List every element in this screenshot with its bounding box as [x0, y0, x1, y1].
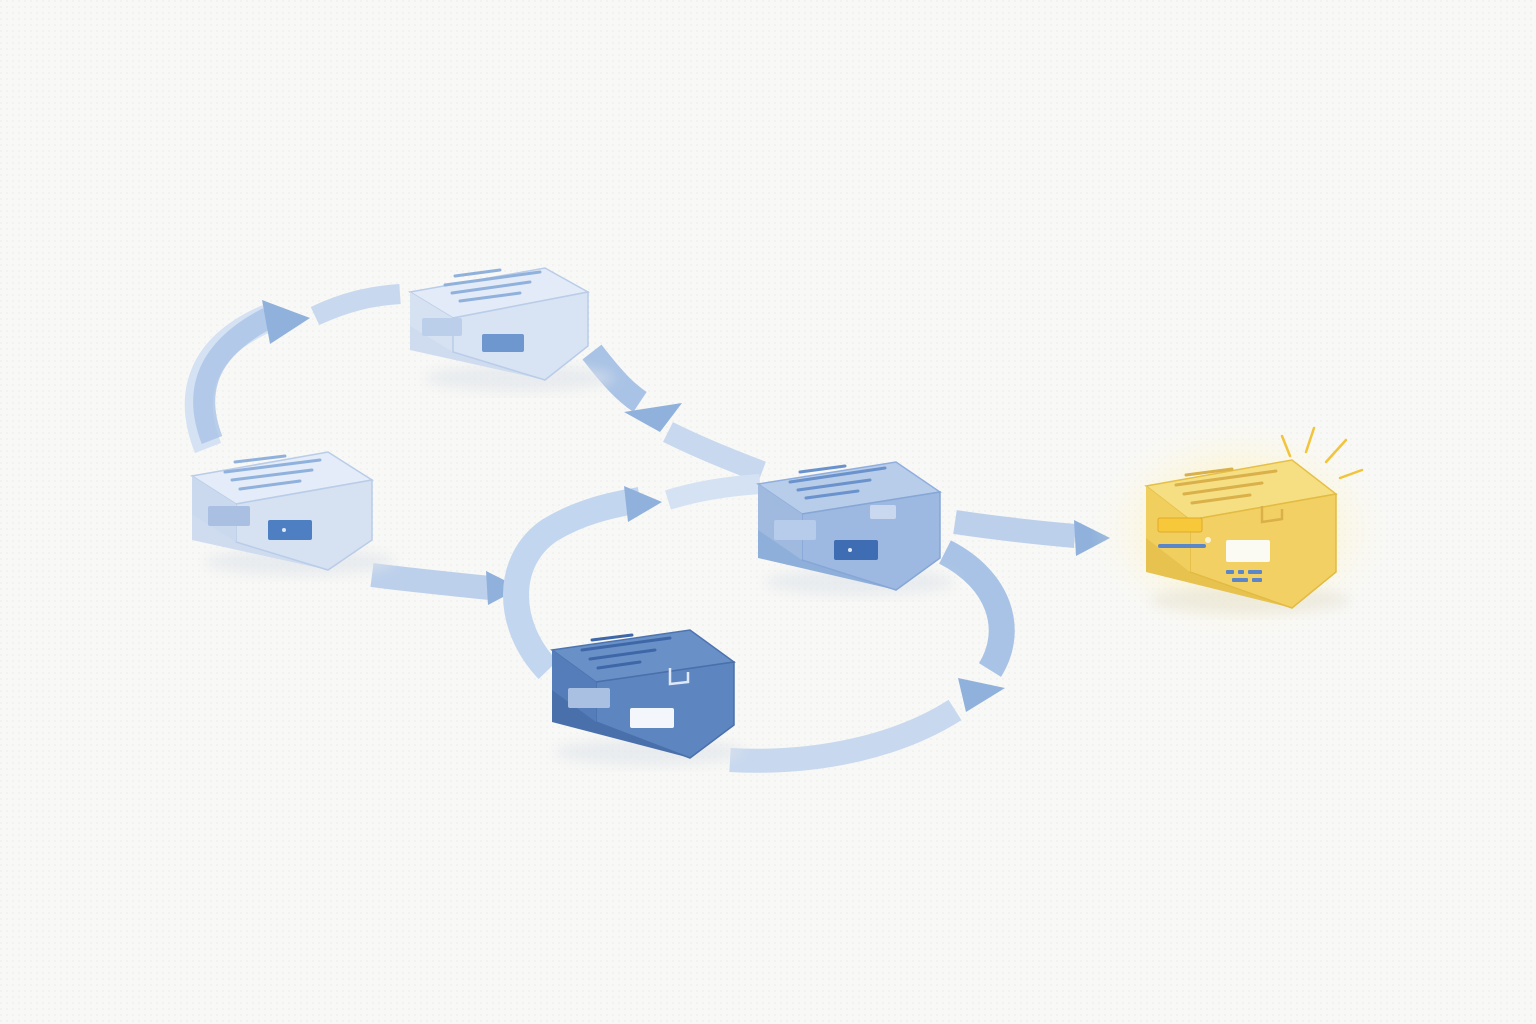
card-slot — [422, 318, 462, 336]
status-dots — [1226, 570, 1262, 582]
arrow-left-to-bottom — [370, 563, 520, 605]
card-tag — [870, 505, 896, 519]
card-lines — [580, 633, 672, 670]
node-top — [407, 267, 615, 392]
card-slot — [1157, 517, 1203, 533]
card-button — [268, 520, 312, 540]
card-slot — [208, 506, 250, 526]
node-final — [1090, 420, 1390, 640]
card-button — [834, 540, 878, 560]
arrow-loop-up — [503, 474, 761, 679]
card-slot — [568, 688, 610, 708]
card-button — [630, 708, 674, 728]
card-lines — [1174, 467, 1278, 505]
card-lines — [223, 454, 322, 491]
card-button — [482, 334, 524, 352]
node-center — [756, 461, 955, 596]
node-left — [189, 451, 395, 576]
flow-arrows — [184, 284, 1110, 773]
card-mark — [1260, 506, 1284, 524]
card-mark — [668, 668, 690, 686]
card-slot — [774, 520, 816, 540]
sparkle-icon — [1280, 426, 1364, 480]
arrow-left-to-top — [184, 284, 401, 454]
node-bottom — [550, 629, 745, 766]
card-lines — [443, 268, 542, 303]
arrow-loop-down — [729, 540, 1015, 773]
arrow-top-to-center — [582, 344, 766, 483]
card-lines — [788, 464, 887, 500]
card-button — [1226, 540, 1270, 562]
